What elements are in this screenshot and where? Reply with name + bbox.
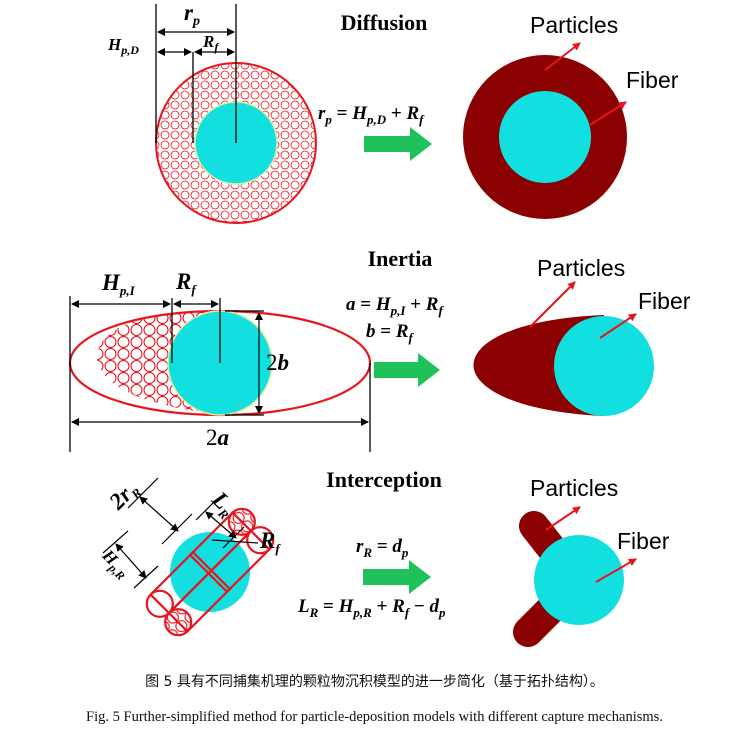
caption-english: Fig. 5 Further-simplified method for par… xyxy=(86,709,663,725)
diffusion-model: rp Hp,D Rf xyxy=(107,0,317,224)
particles-label: Particles xyxy=(530,475,618,501)
interception-title: Interception xyxy=(326,467,442,492)
caption-chinese: 图 5 具有不同捕集机理的颗粒物沉积模型的进一步简化（基于拓扑结构）。 xyxy=(145,674,604,690)
inertia-title: Inertia xyxy=(368,246,433,271)
label-hpi: Hp,I xyxy=(101,270,136,298)
particles-label: Particles xyxy=(530,12,618,38)
interception-model: 2rR LR Rf Hp,R xyxy=(96,476,281,637)
label-2a: 2a xyxy=(206,425,229,450)
label-rp: rp xyxy=(184,0,200,29)
diffusion-simplified: Particles Fiber xyxy=(463,12,679,219)
interception-transform-arrow xyxy=(363,560,431,594)
interception-equation-l: LR = Hp,R + Rf − dp xyxy=(297,596,446,620)
diffusion-title: Diffusion xyxy=(341,10,428,35)
inertia-transform-arrow xyxy=(374,353,440,387)
inertia-panel: Inertia Hp,I Rf 2b 2a a = Hp,I + Rf b = … xyxy=(68,246,691,452)
interception-simplified: Particles Fiber xyxy=(513,475,670,647)
label-2rr: 2rR xyxy=(104,476,145,517)
particles-label: Particles xyxy=(537,255,625,281)
fiber-label: Fiber xyxy=(617,528,670,554)
label-rf: Rf xyxy=(202,32,219,54)
diffusion-transform-arrow xyxy=(364,127,432,161)
inertia-model: Hp,I Rf 2b 2a xyxy=(68,269,372,452)
diffusion-panel: Diffusion rp Hp,D Rf rp = Hp,D + Rf xyxy=(107,0,679,224)
interception-equation-r: rR = dp xyxy=(356,536,409,560)
diffusion-equation: rp = Hp,D + Rf xyxy=(318,103,425,127)
fiber-core xyxy=(534,535,624,625)
label-hpr: Hp,R xyxy=(96,545,134,583)
inertia-simplified: Particles Fiber xyxy=(473,255,691,416)
fiber-label: Fiber xyxy=(626,67,679,93)
fiber-core xyxy=(554,316,654,416)
label-2b: 2b xyxy=(266,350,289,375)
inertia-equation-a: a = Hp,I + Rf xyxy=(346,294,444,318)
inertia-equation-b: b = Rf xyxy=(366,321,415,345)
label-rf: Rf xyxy=(175,269,197,297)
interception-panel: Interception xyxy=(96,467,670,647)
fiber-core xyxy=(499,91,591,183)
label-rf: Rf xyxy=(259,528,281,556)
fiber-label: Fiber xyxy=(638,288,691,314)
label-hpd: Hp,D xyxy=(107,35,139,57)
